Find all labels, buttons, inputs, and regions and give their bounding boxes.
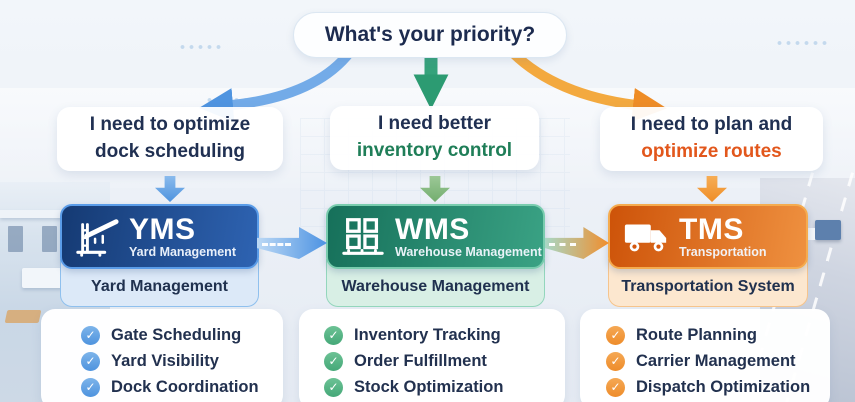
feature-row: ✓ Dispatch Optimization xyxy=(606,374,830,400)
feature-label: Stock Optimization xyxy=(354,377,504,396)
yms-acronym: YMS xyxy=(129,213,196,247)
truck-icon xyxy=(624,224,667,251)
feature-label: Gate Scheduling xyxy=(111,325,242,344)
wms-header-subtitle: Warehouse Management xyxy=(395,244,542,259)
feature-label: Carrier Management xyxy=(636,351,796,370)
feature-label: Yard Visibility xyxy=(111,351,219,370)
need-line2: dock scheduling xyxy=(95,141,245,162)
check-icon: ✓ xyxy=(81,325,100,345)
feature-row: ✓ Yard Visibility xyxy=(81,348,283,374)
need-box-wms: I need better inventory control xyxy=(330,106,539,170)
feature-label: Dock Coordination xyxy=(111,377,259,396)
tms-subbar-label: Transportation System xyxy=(621,277,795,295)
feature-row: ✓ Gate Scheduling xyxy=(81,322,283,348)
need-line1: I need better xyxy=(378,113,491,135)
highway-truck-cab xyxy=(804,228,815,240)
dock-door xyxy=(8,226,23,252)
yms-header-text: YMS Yard Management xyxy=(129,214,236,259)
check-icon: ✓ xyxy=(81,351,100,371)
dots-decoration xyxy=(775,40,827,46)
yms-header-subtitle: Yard Management xyxy=(129,244,236,259)
feature-label: Route Planning xyxy=(636,325,757,344)
tms-header-subtitle: Transportation xyxy=(679,244,767,259)
wms-card: WMS Warehouse Management Warehouse Manag… xyxy=(326,204,545,307)
need-line2: optimize routes xyxy=(641,141,782,162)
yms-card: YMS Yard Management Yard Management xyxy=(60,204,259,307)
need-box-yms: I need to optimize dock scheduling xyxy=(57,107,283,171)
flow-arrow-dashes xyxy=(549,243,577,246)
feature-row: ✓ Carrier Management xyxy=(606,348,830,374)
check-icon: ✓ xyxy=(324,325,343,345)
priority-question-text: What's your priority? xyxy=(324,23,536,46)
yms-subbar-label: Yard Management xyxy=(91,277,228,295)
tms-feature-panel: ✓ Route Planning ✓ Carrier Management ✓ … xyxy=(580,309,830,402)
dots-decoration xyxy=(598,99,654,105)
wms-acronym: WMS xyxy=(395,213,470,247)
flow-arrow-dashes xyxy=(261,243,292,246)
feature-label: Dispatch Optimization xyxy=(636,377,811,396)
wms-feature-panel: ✓ Inventory Tracking ✓ Order Fulfillment… xyxy=(299,309,565,402)
check-icon: ✓ xyxy=(81,377,100,397)
priority-question-pill: What's your priority? xyxy=(293,12,567,58)
trailer xyxy=(22,268,68,288)
check-icon: ✓ xyxy=(606,351,625,371)
feature-row: ✓ Route Planning xyxy=(606,322,830,348)
feature-row: ✓ Order Fulfillment xyxy=(324,348,565,374)
tms-acronym: TMS xyxy=(679,213,744,247)
tms-header-text: TMS Transportation xyxy=(679,214,767,259)
wms-subbar-label: Warehouse Management xyxy=(341,277,530,295)
need-line1: I need to plan and xyxy=(630,114,793,136)
feature-label: Order Fulfillment xyxy=(354,351,487,370)
need-line1: I need to optimize xyxy=(89,114,251,136)
tms-card-header: TMS Transportation xyxy=(608,204,808,269)
gate-barrier-icon xyxy=(76,218,119,257)
check-icon: ✓ xyxy=(606,325,625,345)
warehouse-roof xyxy=(0,210,110,218)
feature-row: ✓ Dock Coordination xyxy=(81,374,283,400)
need-line2: inventory control xyxy=(356,140,513,161)
dock-door xyxy=(42,226,57,252)
wms-card-header: WMS Warehouse Management xyxy=(326,204,545,269)
check-icon: ✓ xyxy=(606,377,625,397)
feature-row: ✓ Inventory Tracking xyxy=(324,322,565,348)
wms-header-text: WMS Warehouse Management xyxy=(395,213,542,259)
tms-card: TMS Transportation Transportation System xyxy=(608,204,808,307)
need-box-tms: I need to plan and optimize routes xyxy=(600,107,823,171)
highway-truck xyxy=(815,220,841,240)
crate xyxy=(4,310,42,323)
yms-card-header: YMS Yard Management xyxy=(60,204,259,269)
yms-feature-panel: ✓ Gate Scheduling ✓ Yard Visibility ✓ Do… xyxy=(41,309,283,402)
check-icon: ✓ xyxy=(324,377,343,397)
dots-decoration xyxy=(178,44,224,50)
feature-row: ✓ Stock Optimization xyxy=(324,374,565,400)
check-icon: ✓ xyxy=(324,351,343,371)
dots-decoration xyxy=(205,97,267,103)
feature-label: Inventory Tracking xyxy=(354,325,501,344)
pallet-boxes-icon xyxy=(342,217,384,255)
